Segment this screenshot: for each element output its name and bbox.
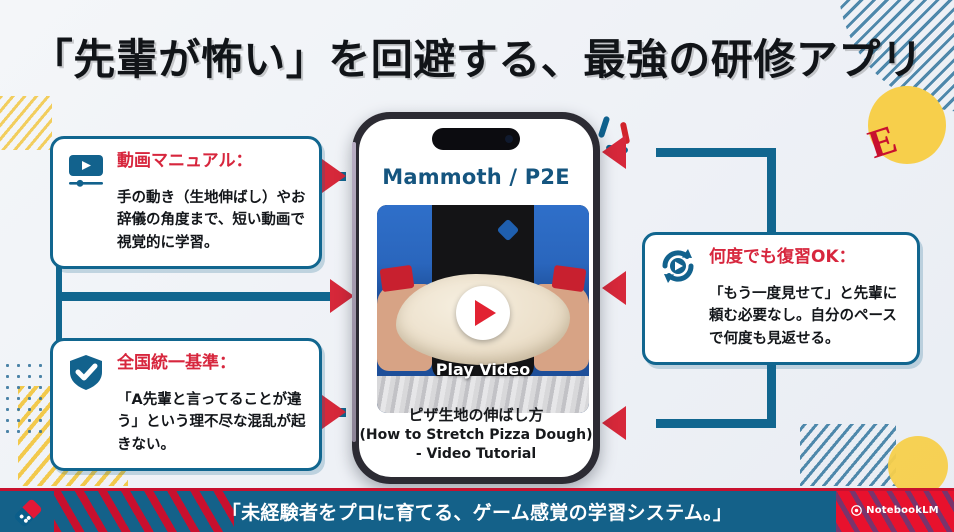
caption-line-jp: ピザ生地の伸ばし方 bbox=[408, 406, 544, 425]
arrow-right-top bbox=[322, 159, 346, 193]
watermark-stripe-decoration bbox=[836, 491, 954, 532]
phone-notch bbox=[432, 128, 520, 150]
phone-side-button bbox=[352, 142, 356, 442]
dominos-pizza-logo bbox=[12, 497, 44, 529]
yellow-circle-decoration-2 bbox=[888, 436, 948, 496]
card-header: 何度でも復習OK： bbox=[657, 245, 905, 287]
card-title: 動画マニュアル： bbox=[117, 151, 253, 171]
arrow-left-top bbox=[602, 135, 626, 169]
play-video-label: Play Video bbox=[435, 360, 531, 379]
footer-bar: 「未経験者をプロに育てる、ゲーム感覚の学習システム。」 NotebookLM bbox=[0, 488, 954, 532]
app-title: Mammoth / P2E bbox=[382, 165, 570, 189]
connector-left-horizontal bbox=[56, 292, 346, 301]
video-thumbnail[interactable]: Play Video bbox=[377, 205, 589, 413]
notebooklm-icon bbox=[851, 504, 862, 516]
play-button[interactable] bbox=[456, 286, 510, 341]
video-caption: ピザ生地の伸ばし方 (How to Stretch Pizza Dough) -… bbox=[359, 406, 593, 463]
card-video-manual[interactable]: 動画マニュアル： 手の動き（生地伸ばし）やお辞儀の角度まで、短い動画で視覚的に学… bbox=[50, 136, 322, 270]
footer-stripe-decoration bbox=[54, 491, 234, 532]
card-body: 「A先輩と言ってることが違う」という理不尽な混乱が起きない。 bbox=[117, 392, 306, 453]
arrow-right-bottom bbox=[322, 395, 346, 429]
card-header: 全国統一基準： bbox=[65, 351, 307, 393]
card-body: 手の動き（生地伸ばし）やお辞儀の角度まで、短い動画で視覚的に学習。 bbox=[117, 190, 306, 251]
phone-screen: Mammoth / P2E Play Video bbox=[359, 119, 593, 477]
arrow-left-middle bbox=[602, 271, 626, 305]
caption-line-subtitle: - Video Tutorial bbox=[415, 445, 537, 462]
card-header: 動画マニュアル： bbox=[65, 149, 307, 191]
card-body: 「もう一度見せて」と先輩に頼む必要なし。自分のペースで何度も見返せる。 bbox=[709, 286, 898, 347]
connector-right-horizontal-top bbox=[656, 148, 776, 157]
hatch-pattern-bottom-right-icon bbox=[800, 424, 896, 486]
arrow-right-middle bbox=[330, 279, 354, 313]
shield-check-icon bbox=[65, 351, 107, 393]
card-unlimited-review[interactable]: 何度でも復習OK： 「もう一度見せて」と先輩に頼む必要なし。自分のペースで何度も… bbox=[642, 232, 920, 366]
page-title: 「先輩が怖い」を回避する、最強の研修アプリ bbox=[30, 35, 924, 84]
card-national-standard[interactable]: 全国統一基準： 「A先輩と言ってることが違う」という理不尽な混乱が起きない。 bbox=[50, 338, 322, 472]
replay-icon bbox=[657, 245, 699, 287]
hatch-pattern-top-left-icon bbox=[0, 96, 52, 150]
play-triangle-icon bbox=[475, 300, 496, 327]
video-player-icon bbox=[65, 149, 107, 191]
watermark-label: NotebookLM bbox=[866, 504, 939, 516]
card-title: 何度でも復習OK： bbox=[709, 247, 856, 267]
front-camera-icon bbox=[505, 135, 513, 143]
connector-right-horizontal-bottom bbox=[656, 419, 776, 428]
phone-mockup: Mammoth / P2E Play Video bbox=[352, 112, 600, 484]
caption-line-en: (How to Stretch Pizza Dough) bbox=[359, 427, 593, 444]
card-title: 全国統一基準： bbox=[117, 353, 236, 373]
notebooklm-watermark: NotebookLM bbox=[836, 491, 954, 532]
footer-tagline: 「未経験者をプロに育てる、ゲーム感覚の学習システム。」 bbox=[221, 502, 733, 524]
arrow-left-bottom bbox=[602, 406, 626, 440]
decor-letter-e: E bbox=[863, 115, 903, 168]
yellow-circle-decoration bbox=[868, 86, 946, 164]
